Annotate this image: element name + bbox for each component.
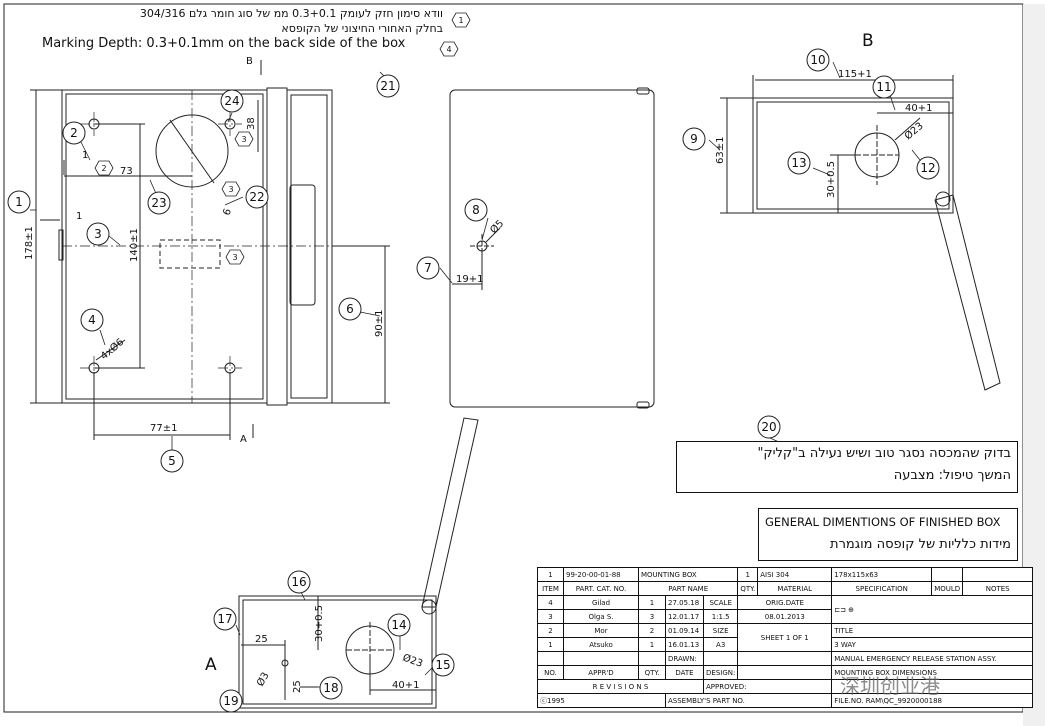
- marker-3b: 3: [228, 185, 233, 194]
- general-dims-en: GENERAL DIMENTIONS OF FINISHED BOX: [765, 515, 1001, 529]
- balloon-22: 22: [249, 190, 264, 204]
- dim-40: 40+1: [905, 103, 932, 114]
- balloon-16: 16: [291, 575, 306, 589]
- balloon-20: 20: [761, 420, 776, 434]
- marker-3a: 3: [241, 135, 246, 144]
- hebrew-marking-note: וודא סימון חזק לעומק 0.3+0.1 ממ של סוג ח…: [139, 7, 443, 20]
- dim-19: 19+1: [456, 274, 483, 285]
- dim-1a: 1: [82, 150, 88, 161]
- view-a-label: A: [205, 655, 217, 675]
- side-b-lever: [934, 194, 1001, 391]
- dim-140: 140±1: [129, 228, 140, 262]
- dim-23-b: Ø23: [401, 652, 424, 670]
- dim-5: Ø5: [488, 218, 507, 237]
- balloon-15: 15: [435, 658, 450, 672]
- watermark: 深圳创业港: [840, 674, 940, 698]
- rev-row-0: DRAWN:MANUAL EMERGENCY RELEASE STATION A…: [537, 651, 1034, 666]
- balloon-2: 2: [70, 126, 78, 140]
- section-b-label: B: [246, 56, 253, 67]
- balloon-17: 17: [217, 612, 232, 626]
- balloon-10: 10: [810, 53, 825, 67]
- front-view: [30, 60, 390, 440]
- cover-check-note: בדוק שהמכסה נסגר טוב ושיש נעילה ב"קליק": [757, 446, 1011, 461]
- marker-hexes: [94, 12, 471, 265]
- view-b-label: B: [862, 31, 874, 51]
- balloon-9: 9: [690, 132, 698, 146]
- dim-115: 115+1: [838, 69, 872, 80]
- balloon-circles: [7, 48, 940, 713]
- dim-4x6: 4xØ6: [98, 336, 126, 362]
- side-view-b: [720, 75, 1001, 391]
- general-dims-he: מידות כלליות של קופסה מוגמרת: [830, 537, 1011, 552]
- dim-73: 73: [120, 166, 133, 177]
- balloon-24: 24: [224, 94, 239, 108]
- marking-depth-note: Marking Depth: 0.3+0.1mm on the back sid…: [42, 36, 406, 51]
- balloon-11: 11: [876, 80, 891, 94]
- view-labels: B A B A: [205, 31, 874, 675]
- balloon-23: 23: [151, 196, 166, 210]
- marker-2: 2: [101, 164, 106, 173]
- cover-check-box: בדוק שהמכסה נסגר טוב ושיש נעילה ב"קליק" …: [676, 441, 1018, 493]
- section-a-label: A: [240, 434, 247, 445]
- front-slot: [289, 184, 316, 306]
- dim-178: 178±1: [24, 226, 35, 260]
- dim-6: 6: [221, 207, 234, 217]
- dim-25-a: 25: [255, 634, 268, 645]
- top-body: [449, 89, 655, 408]
- general-dims-box: GENERAL DIMENTIONS OF FINISHED BOX מידות…: [758, 508, 1018, 561]
- side-a-body: [238, 595, 437, 709]
- side-b-body: [752, 97, 954, 214]
- dim-25-b: 25: [292, 680, 303, 693]
- dim-30-b: 30+0.5: [826, 161, 837, 198]
- balloon-labels: 1 2 3 4 5 6 7 8 9 10 11 12 13 14 15 16 1…: [15, 53, 935, 708]
- top-view: [449, 87, 655, 409]
- balloon-4: 4: [88, 313, 96, 327]
- balloon-13: 13: [791, 156, 806, 170]
- dim-3: Ø3: [254, 670, 272, 688]
- balloon-8: 8: [472, 203, 480, 217]
- balloon-14: 14: [391, 618, 406, 632]
- part-icon: ⊏⊐ ⊕: [834, 605, 855, 614]
- marker-4: 4: [446, 45, 451, 54]
- marker-3c: 3: [232, 253, 237, 262]
- dim-63: 63±1: [715, 137, 726, 164]
- balloon-19: 19: [223, 694, 238, 708]
- dim-77: 77±1: [150, 423, 177, 434]
- side-a-lever: [421, 417, 479, 608]
- hebrew-marking-note-2: בחלק האחורי החיצוני של הקופסא: [281, 22, 443, 35]
- balloon-21: 21: [380, 79, 395, 93]
- balloon-3: 3: [94, 227, 102, 241]
- dim-40-b: 40+1: [392, 680, 419, 691]
- balloon-12: 12: [920, 161, 935, 175]
- balloon-6: 6: [346, 302, 354, 316]
- dim-90: 90±1: [374, 310, 385, 337]
- balloon-5: 5: [168, 454, 176, 468]
- dim-30-a: 30+0.5: [314, 605, 325, 642]
- balloon-18: 18: [323, 681, 338, 695]
- balloon-1: 1: [15, 195, 23, 209]
- sheet-margin: [1023, 4, 1045, 726]
- balloon-7: 7: [424, 261, 432, 275]
- side-view-a: [238, 417, 479, 709]
- finish-note: המשך טיפול: מצבעה: [893, 468, 1011, 483]
- marker-labels: 1 4 2 3 3 3: [101, 16, 463, 262]
- dim-1b: 1: [76, 211, 82, 222]
- dim-38: 38: [246, 117, 257, 130]
- marker-1: 1: [458, 16, 463, 25]
